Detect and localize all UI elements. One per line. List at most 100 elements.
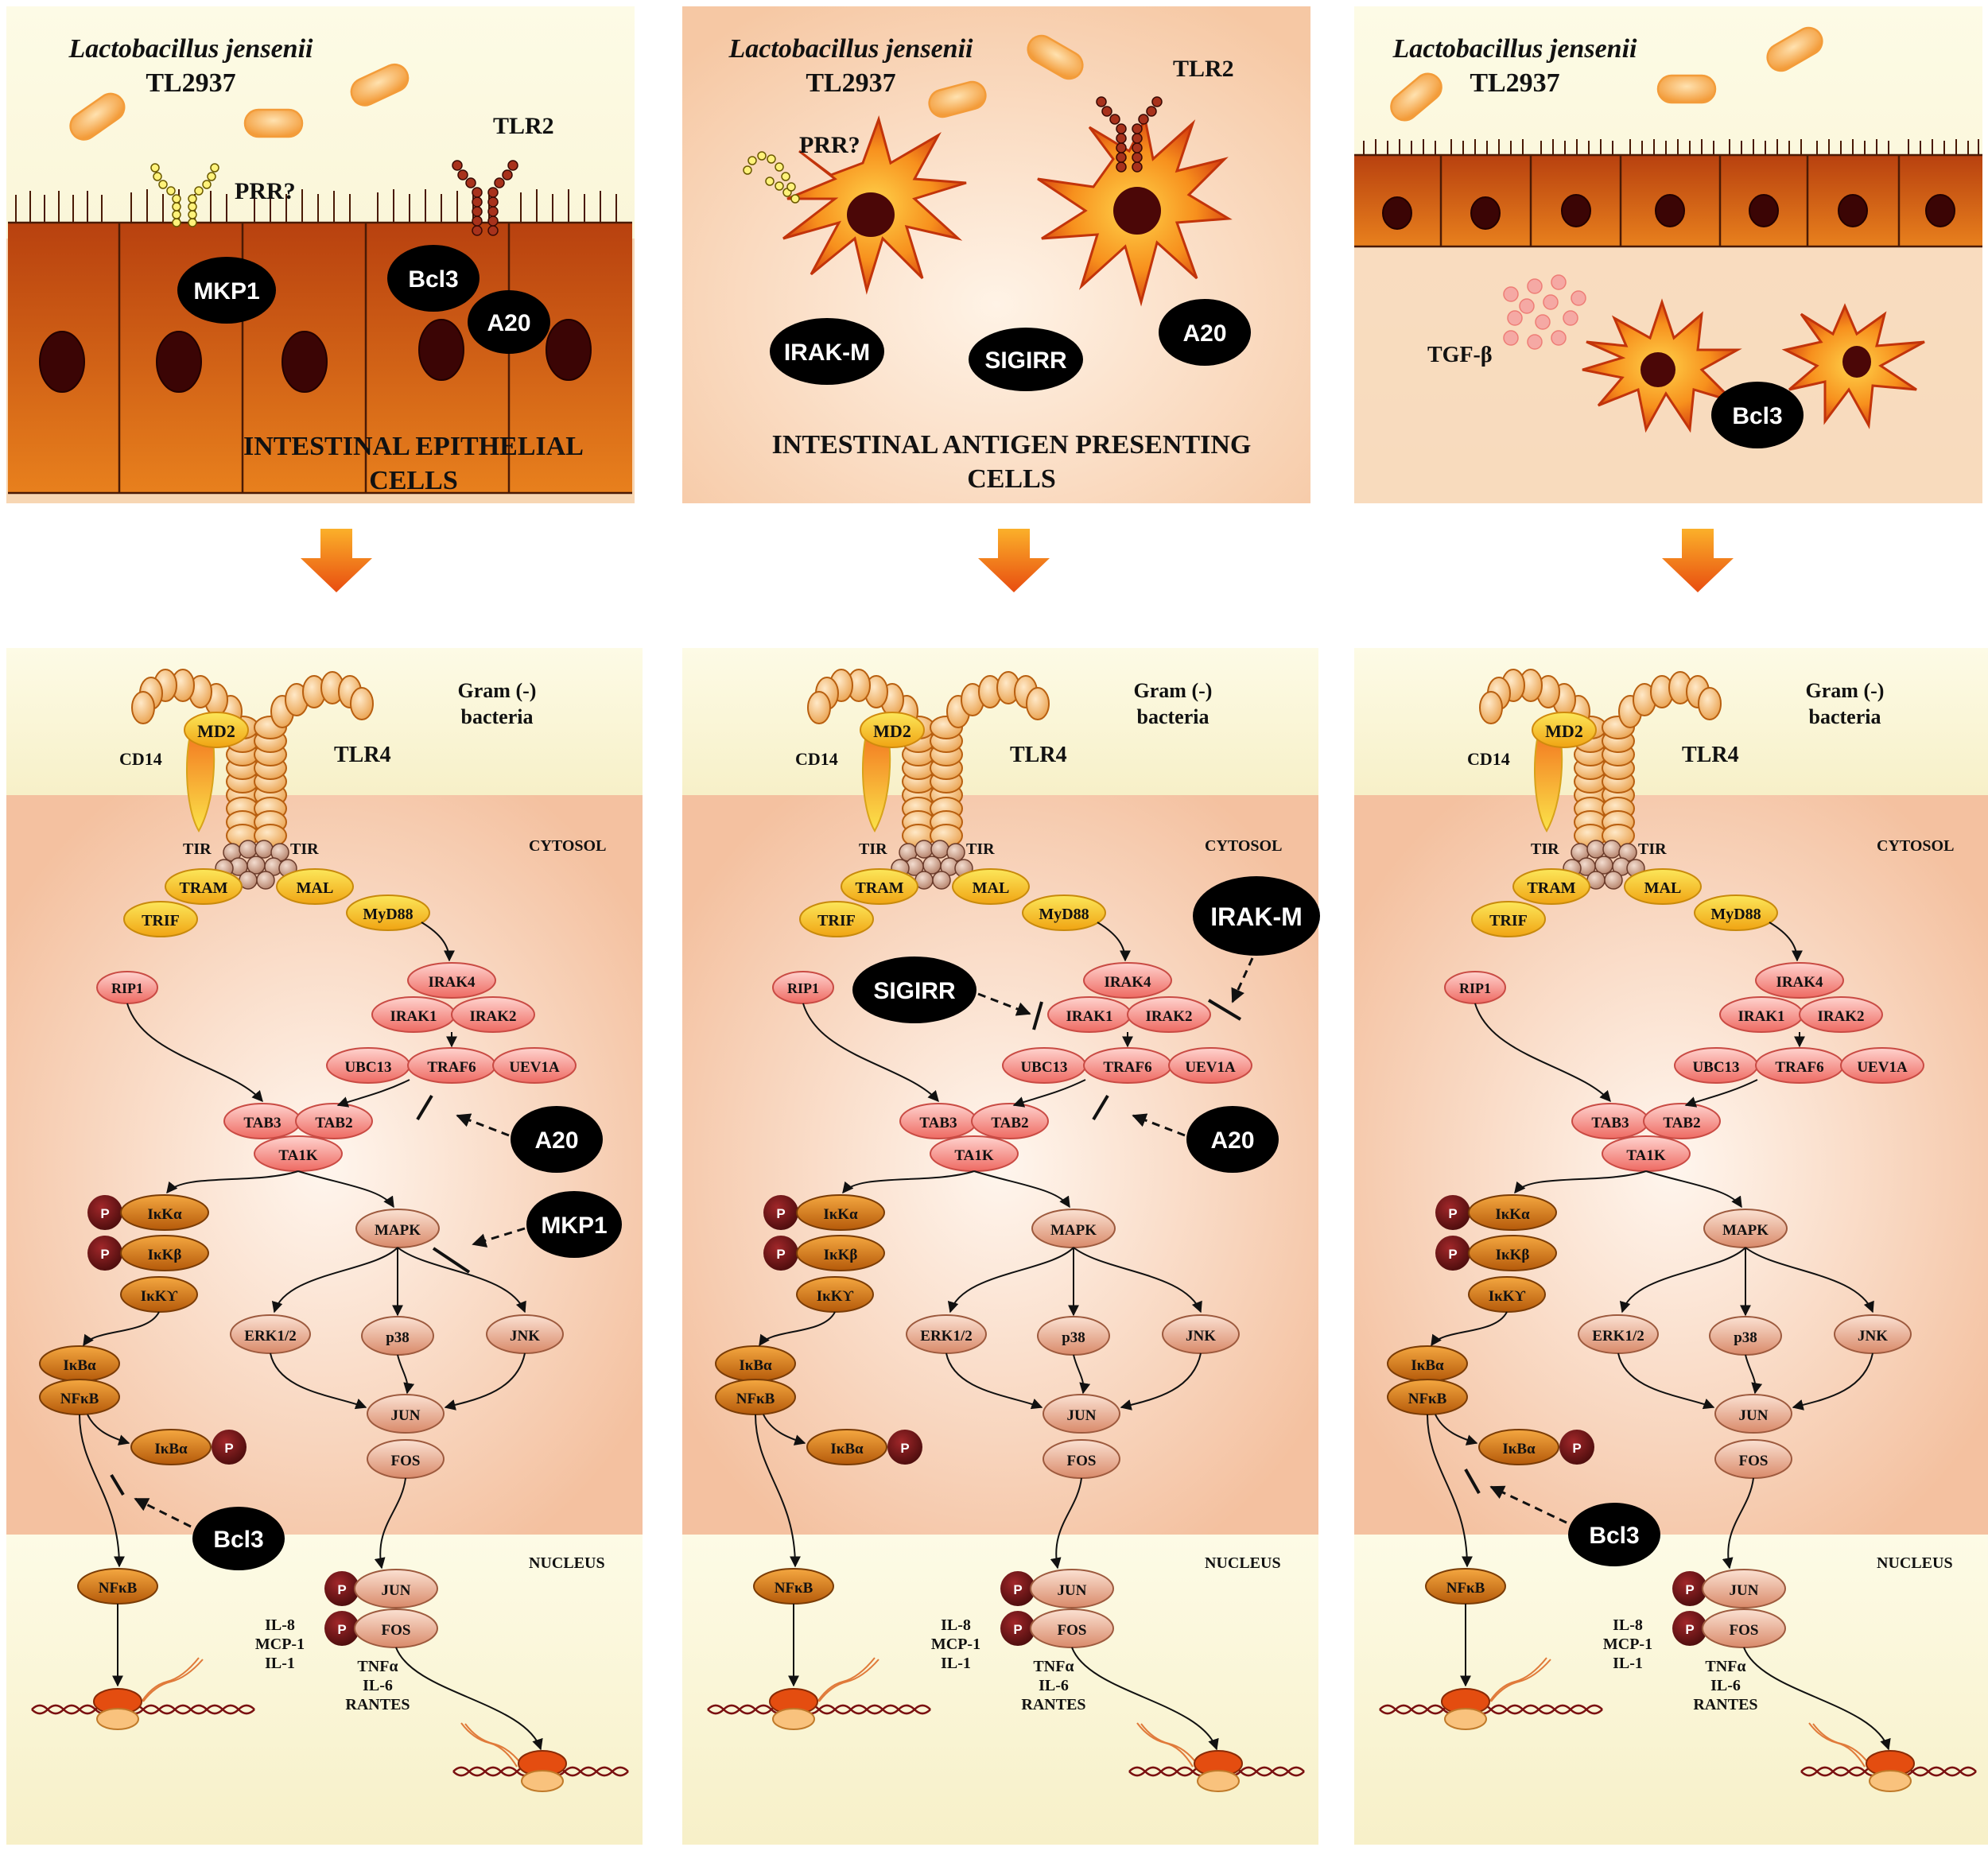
strain-label: TL2937 <box>806 68 895 98</box>
pathway-panel: MD2 Gram (-) bacteria CD14 TLR4 CYTOSOL … <box>6 648 643 1845</box>
pathway-panel: MD2 Gram (-) bacteria CD14 TLR4 CYTOSOL … <box>682 648 1318 1845</box>
cytokine-label: RANTES <box>1021 1696 1085 1713</box>
tram-node <box>1512 868 1590 905</box>
regulator-label: A20 <box>487 310 530 336</box>
bcl3-blob <box>192 1507 285 1570</box>
tir-label: TIR <box>859 840 887 858</box>
rip1-label: RIP1 <box>787 980 819 996</box>
tab3-label: TAB3 <box>243 1115 281 1131</box>
irak4-label: IRAK4 <box>1776 974 1823 991</box>
irakm-blob <box>770 318 884 385</box>
regulator-label: MKP1 <box>193 278 259 305</box>
irak2-label: IRAK2 <box>1145 1008 1192 1025</box>
tab2-label: TAB2 <box>1663 1115 1700 1131</box>
dna-icon <box>452 1722 629 1792</box>
p-label: P <box>1685 1622 1694 1637</box>
p-label: P <box>776 1247 785 1262</box>
jnk-label: JNK <box>1858 1328 1888 1345</box>
fos-label: FOS <box>1058 1622 1087 1639</box>
top-panel-2-text: Lactobacillus jensenii TL2937 PRR? TLR2 … <box>728 34 1252 494</box>
nfkb-label: NFκB <box>1408 1391 1447 1407</box>
p-label: P <box>776 1206 785 1221</box>
gram-label: Gram (-) <box>1806 679 1885 702</box>
traf6-label: TRAF6 <box>427 1059 476 1076</box>
fos-label: FOS <box>382 1622 411 1639</box>
fos-label: FOS <box>391 1453 421 1469</box>
tab2-node <box>1643 1103 1721 1139</box>
bacterium-icon <box>1766 26 1823 72</box>
trif-node <box>1471 901 1546 937</box>
p-label: P <box>1448 1206 1457 1221</box>
panel-title: INTESTINAL EPITHELIAL <box>243 432 584 461</box>
cd14-label: CD14 <box>119 749 162 769</box>
tram-label: TRAM <box>179 879 227 897</box>
a20-blob <box>1159 299 1251 366</box>
cytokine-label: IL-6 <box>1039 1677 1069 1694</box>
ubc13-label: UBC13 <box>1020 1059 1067 1076</box>
sigirr-blob <box>852 957 977 1023</box>
cytokine-label: MCP-1 <box>255 1636 305 1653</box>
cytokine-label: IL-8 <box>1613 1616 1643 1634</box>
irak4-label: IRAK4 <box>1104 974 1151 991</box>
nfkb-label: NFκB <box>775 1580 813 1597</box>
tir-label: TIR <box>290 840 319 858</box>
tram-label: TRAM <box>1527 879 1575 897</box>
nfkb-label: NFκB <box>60 1391 99 1407</box>
gram-label: Gram (-) <box>458 679 537 702</box>
cytokine-label: MCP-1 <box>931 1636 980 1653</box>
bacterium-icon <box>928 80 987 118</box>
tram-node <box>841 868 918 905</box>
jun-label: JUN <box>1067 1407 1097 1424</box>
tlr4-receptor-icon <box>1479 669 1722 848</box>
top-panel-1-text: Lactobacillus jensenii TL2937 PRR? TLR2 … <box>68 34 584 495</box>
phospho-icon <box>763 1236 798 1271</box>
p-label: P <box>337 1622 346 1637</box>
panel-title: CELLS <box>369 466 458 495</box>
uev1a-node <box>1168 1047 1252 1084</box>
down-arrow-icon <box>978 529 1050 592</box>
cd14-label: CD14 <box>795 749 838 769</box>
tab3-label: TAB3 <box>1591 1115 1629 1131</box>
ikka-node <box>1468 1194 1557 1231</box>
top-panel-2 <box>682 6 1310 503</box>
bacterium-icon <box>1390 72 1442 122</box>
inhibitor-label: MKP1 <box>541 1213 607 1239</box>
nucleus-label: NUCLEUS <box>1205 1554 1281 1572</box>
tram-label: TRAM <box>855 879 903 897</box>
rip1-label: RIP1 <box>111 980 143 996</box>
tab2-node <box>971 1103 1049 1139</box>
p-label: P <box>1685 1582 1694 1597</box>
jun-node <box>1702 1569 1786 1608</box>
tir-label: TIR <box>183 840 212 858</box>
ikba-label: IκBα <box>1502 1441 1536 1457</box>
tab3-label: TAB3 <box>919 1115 957 1131</box>
md2-node <box>860 712 925 748</box>
md2-label: MD2 <box>1545 721 1583 741</box>
ikba-node <box>1478 1429 1559 1465</box>
rip1-label: RIP1 <box>1459 980 1491 996</box>
inhibitors-panel-1: A20 MKP1 Bcl3 <box>110 1094 622 1570</box>
p38-label: p38 <box>386 1329 410 1346</box>
species-label: Lactobacillus jensenii <box>1392 34 1638 64</box>
mapk-label: MAPK <box>1722 1222 1769 1239</box>
trif-node <box>799 901 874 937</box>
strain-label: TL2937 <box>1470 68 1559 98</box>
jun-node <box>1043 1394 1120 1434</box>
uev1a-node <box>1840 1047 1924 1084</box>
myd88-label: MyD88 <box>1039 906 1089 923</box>
tgf-beta-droplets <box>1503 274 1586 350</box>
ta1k-label: TA1K <box>954 1147 993 1164</box>
erk-label: ERK1/2 <box>244 1328 296 1345</box>
signal-arrows <box>1427 922 1891 1751</box>
prr-label: PRR? <box>799 132 860 158</box>
cytokine-label: IL-8 <box>265 1616 295 1634</box>
cytosol-label: CYTOSOL <box>529 837 606 855</box>
mapk-label: MAPK <box>1050 1222 1097 1239</box>
ikba-label: IκBα <box>830 1441 864 1457</box>
irak2-node <box>1127 996 1211 1033</box>
bacterium-icon <box>69 92 126 141</box>
cytosol-label: CYTOSOL <box>1877 837 1954 855</box>
irak2-label: IRAK2 <box>469 1008 516 1025</box>
nfkb-label: NFκB <box>99 1580 138 1597</box>
ikka-node <box>120 1194 209 1231</box>
